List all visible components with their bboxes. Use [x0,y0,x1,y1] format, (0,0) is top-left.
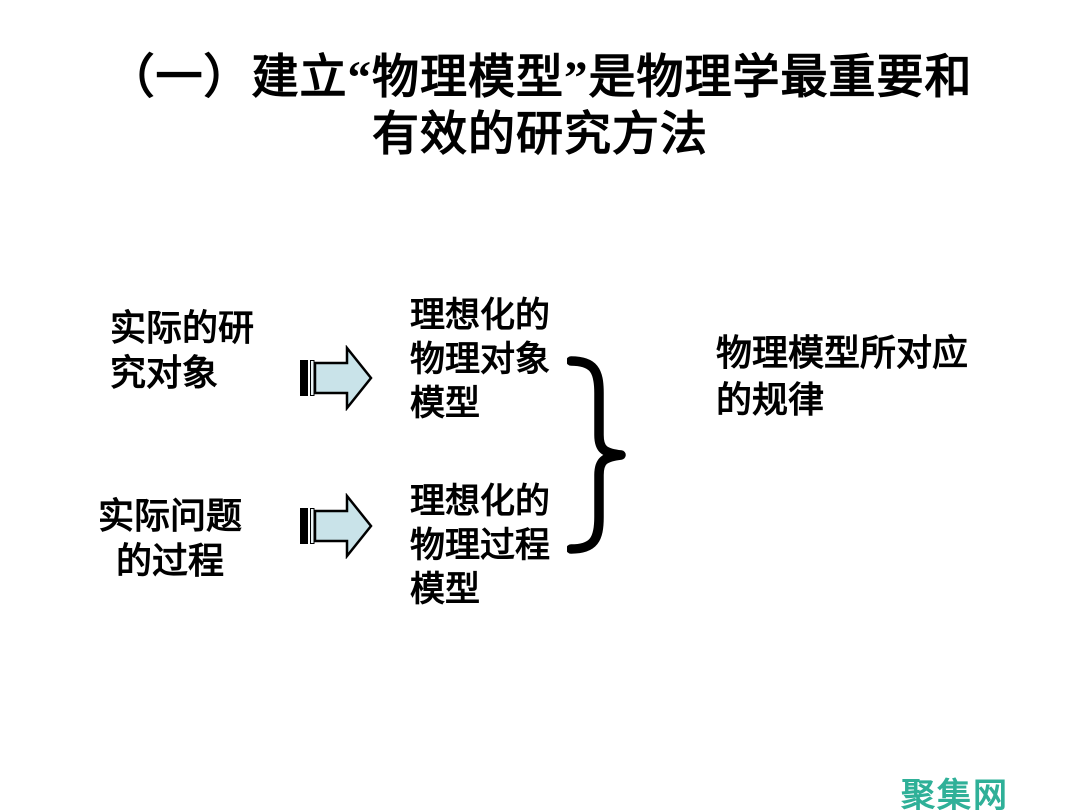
title-line-2: 有效的研究方法 [372,109,708,161]
corresponding-law-line-2: 的规律 [716,380,825,420]
idealized-object-model-label: 理想化的 物理对象 模型 [410,294,550,426]
actual-problem-process-line-1: 实际问题 [98,496,243,536]
idealized-object-model-line-1: 理想化的 [410,296,551,335]
idealized-process-model-line-3: 模型 [410,570,481,609]
idealized-object-model-line-2: 物理对象 [410,340,551,379]
corresponding-law-label: 物理模型所对应 的规律 [716,330,968,424]
right-curly-brace-icon [567,356,626,554]
idealized-object-model-line-3: 模型 [410,384,481,423]
title-line-1: （一）建立“物理模型”是物理学最重要和 [107,52,973,104]
actual-research-object-line-1: 实际的研 [110,308,255,348]
striped-right-arrow-icon [300,345,373,411]
actual-research-object-label: 实际的研 究对象 [110,306,254,396]
watermark-logo: 聚集网 [901,777,1009,810]
slide-title: （一）建立“物理模型”是物理学最重要和 有效的研究方法 [0,50,1080,164]
actual-problem-process-line-2: 的过程 [116,541,225,581]
actual-problem-process-label: 实际问题 的过程 [98,494,242,584]
idealized-process-model-line-1: 理想化的 [410,482,551,521]
corresponding-law-line-1: 物理模型所对应 [716,333,969,373]
idealized-process-model-line-2: 物理过程 [410,526,551,565]
idealized-process-model-label: 理想化的 物理过程 模型 [410,480,550,612]
actual-research-object-line-2: 究对象 [110,353,219,393]
striped-right-arrow-icon [300,493,373,559]
